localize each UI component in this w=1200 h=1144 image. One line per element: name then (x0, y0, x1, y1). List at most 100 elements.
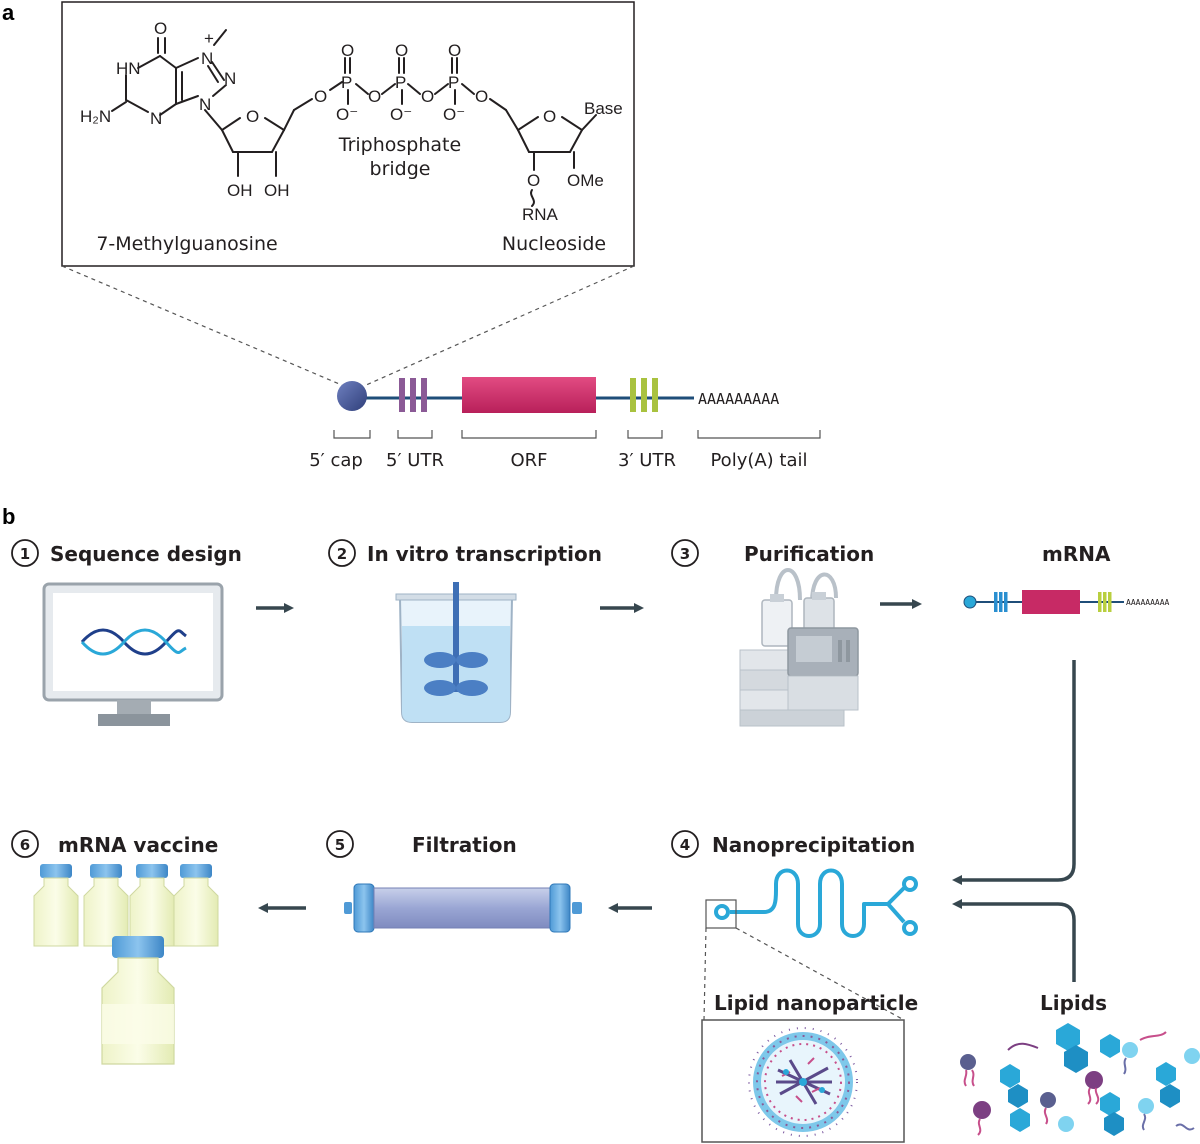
triphosphate-bonds (329, 57, 475, 105)
vial-front (101, 936, 175, 1065)
segment-brackets (333, 430, 821, 439)
orf-box (462, 377, 596, 413)
step-1-label: Sequence design (50, 542, 242, 566)
bridge-label-line2: bridge (370, 158, 431, 180)
atom-ome: OMe (567, 171, 604, 190)
mrna-small-icon: AAAAAAAAA (963, 590, 1170, 614)
step-2-label: In vitro transcription (367, 542, 602, 566)
structure-box (61, 1, 635, 267)
label-orf: ORF (510, 450, 547, 471)
filtration-cartridge-icon (344, 883, 582, 933)
lipids-cluster-icon (960, 1023, 1200, 1136)
atom-p2: P (395, 73, 406, 92)
lipid-nanoparticle-icon (748, 1027, 858, 1137)
atom-oh-left: OH (227, 181, 253, 200)
step-4-heading: 4 Nanoprecipitation (671, 830, 915, 858)
zoom-line-lnp-left (703, 927, 707, 1021)
atom-n-right: N (224, 69, 236, 88)
step-2-number: 2 (337, 545, 347, 563)
step-5-label: Filtration (412, 833, 517, 857)
zoom-line-left (61, 265, 345, 387)
mrna-small-polya: AAAAAAAAA (1126, 598, 1170, 607)
utr5-bar-3 (421, 378, 427, 412)
atom-h2n: H₂N (80, 107, 111, 126)
utr5-bar-2 (410, 378, 416, 412)
guanine-bonds (111, 29, 313, 177)
mrna-construct: AAAAAAAAA (337, 377, 779, 413)
mrna-heading: mRNA (1042, 542, 1111, 566)
atom-n-bottom: N (199, 95, 211, 114)
atom-o-dbl-2: O (395, 41, 408, 60)
step-6-label: mRNA vaccine (58, 833, 218, 857)
step-3-number: 3 (680, 545, 690, 563)
step-6-number: 6 (20, 836, 30, 854)
atom-o-link-4: O (475, 87, 488, 106)
step-3-heading: 3 Purification (671, 539, 874, 567)
atom-o-neg-2: O⁻ (390, 105, 412, 124)
step-1-number: 1 (20, 545, 30, 563)
vaccine-vials-icon (33, 864, 219, 1065)
arrow-lipids-to-mixer (952, 899, 1076, 982)
polya-sequence: AAAAAAAAA (698, 390, 779, 408)
vial-back-2 (83, 864, 129, 947)
atom-p3: P (448, 73, 459, 92)
vial-back-4 (173, 864, 219, 947)
atom-o-link-1: O (314, 87, 327, 106)
purification-system-icon (739, 568, 859, 727)
step-2-heading: 2 In vitro transcription (328, 539, 602, 567)
lnp-label: Lipid nanoparticle (714, 991, 918, 1015)
methylguanosine-label: 7-Methylguanosine (96, 233, 277, 255)
label-5-utr: 5′ UTR (386, 450, 444, 471)
label-3-utr: 3′ UTR (618, 450, 676, 471)
label-5-cap: 5′ cap (309, 450, 363, 471)
atom-o-dbl-1: O (341, 41, 354, 60)
atom-o-top: O (154, 19, 167, 38)
nucleoside-label: Nucleoside (502, 233, 606, 255)
utr3-bar-2 (641, 378, 647, 412)
step-4-number: 4 (680, 836, 690, 854)
atom-base: Base (584, 99, 623, 118)
step-4-label: Nanoprecipitation (712, 833, 915, 857)
panel-a-letter: a (2, 0, 15, 25)
atom-o-3prime: O (527, 171, 540, 190)
atom-n-ring: N (150, 109, 162, 128)
atom-rna: RNA (522, 205, 559, 224)
step-6-heading: 6 mRNA vaccine (11, 830, 218, 858)
step-5-heading: 5 Filtration (326, 830, 517, 858)
zoom-line-right (363, 265, 635, 387)
cap-circle (337, 381, 367, 411)
step-5-number: 5 (335, 836, 345, 854)
atom-o-link-2: O (368, 87, 381, 106)
atom-n-methyl: N (201, 49, 213, 68)
bridge-label-line1: Triphosphate (338, 134, 461, 156)
lipids-label: Lipids (1040, 991, 1107, 1015)
utr3-bar-3 (652, 378, 658, 412)
atom-o-dbl-3: O (448, 41, 461, 60)
atom-o-ring-left: O (246, 107, 259, 126)
atom-plus: + (204, 29, 214, 48)
atom-p1: P (341, 73, 352, 92)
computer-monitor-icon (42, 582, 224, 726)
label-polya-tail: Poly(A) tail (710, 450, 807, 471)
zoom-box-small (705, 899, 737, 929)
atom-o-neg-3: O⁻ (443, 105, 465, 124)
utr5-bar-1 (399, 378, 405, 412)
atom-oh-right: OH (264, 181, 290, 200)
atom-o-link-3: O (421, 87, 434, 106)
reactor-beaker-icon (395, 582, 517, 723)
step-1-heading: 1 Sequence design (11, 539, 242, 567)
structure-atoms: O HN + N H₂N N N N O OH OH O O P O⁻ O O … (80, 19, 623, 224)
vial-back-3 (129, 864, 175, 947)
microfluidic-chip-icon (714, 868, 918, 938)
atom-o-ring-right: O (543, 107, 556, 126)
step-3-label: Purification (744, 542, 874, 566)
atom-hn: HN (116, 59, 141, 78)
nucleoside-bonds (489, 98, 597, 207)
arrow-mrna-to-mixer (952, 660, 1076, 885)
dna-helix-icon (80, 628, 187, 656)
atom-o-neg-1: O⁻ (336, 105, 358, 124)
utr3-bar-1 (630, 378, 636, 412)
vial-back-1 (33, 864, 79, 947)
panel-b-letter: b (2, 504, 15, 529)
